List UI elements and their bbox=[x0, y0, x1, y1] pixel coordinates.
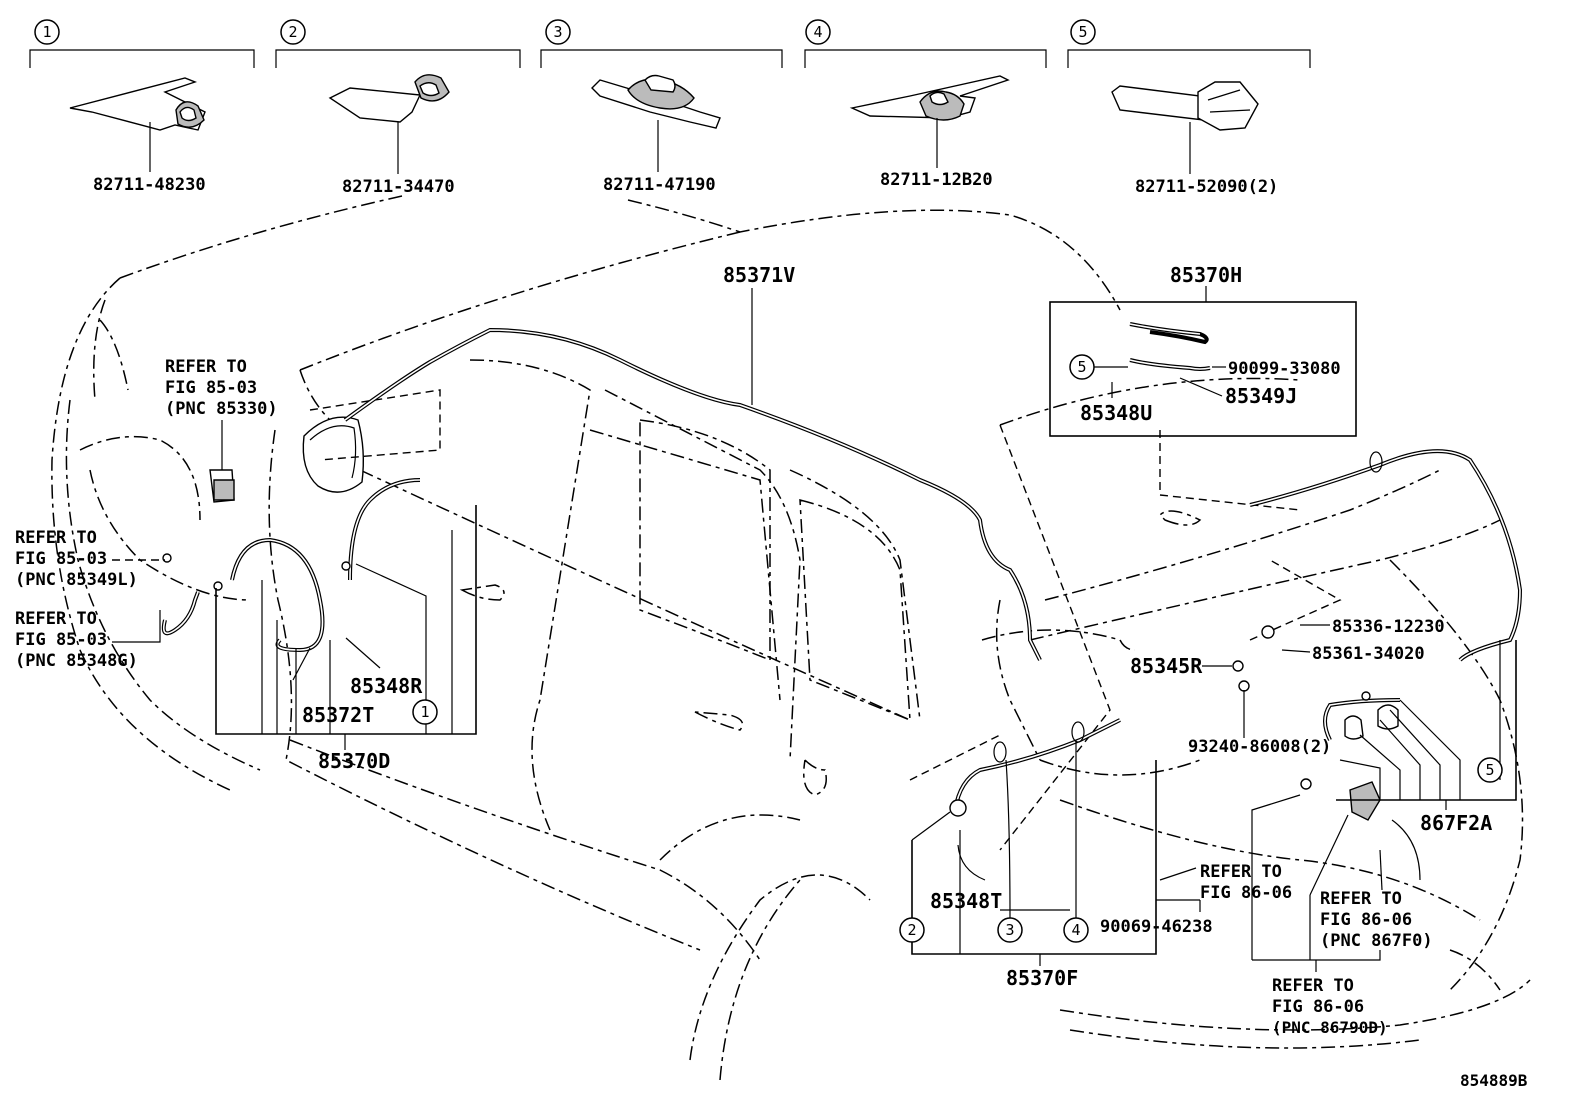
svg-text:FIG 85-03: FIG 85-03 bbox=[15, 630, 107, 650]
nozzle-part-1-drawing bbox=[69, 77, 206, 131]
refer-note-pnc-85349l: REFER TO FIG 85-03 (PNC 85349L) bbox=[15, 528, 138, 590]
callout-circle-2 bbox=[280, 19, 306, 45]
label-85370h: 85370H bbox=[1170, 263, 1242, 287]
svg-text:FIG 85-03: FIG 85-03 bbox=[15, 549, 107, 569]
label-90069-46238: 90069-46238 bbox=[1100, 917, 1213, 937]
refer-note-pnc-867f0: REFER TO FIG 86-06 (PNC 867F0) bbox=[1320, 889, 1433, 951]
figure-code: 854889B bbox=[1460, 1071, 1528, 1090]
callout-number-1: 1 bbox=[42, 23, 51, 41]
refer-note-pnc-86790d: REFER TO FIG 86-06 (PNC 86790D) bbox=[1272, 976, 1388, 1037]
bracket-4 bbox=[804, 49, 1047, 68]
svg-text:(PNC 85349L): (PNC 85349L) bbox=[15, 570, 138, 590]
label-85372t: 85372T bbox=[302, 703, 374, 727]
label-85348u: 85348U bbox=[1080, 401, 1152, 425]
svg-text:REFER TO: REFER TO bbox=[1320, 889, 1402, 909]
nozzle-part-4-drawing bbox=[849, 75, 1010, 121]
svg-text:3: 3 bbox=[1005, 921, 1014, 939]
svg-text:REFER TO: REFER TO bbox=[1272, 976, 1354, 996]
rear-washer-motor-icon bbox=[1344, 715, 1364, 740]
refer-note-pnc-85348g: REFER TO FIG 85-03 (PNC 85348G) bbox=[15, 609, 138, 671]
callout-number-2: 2 bbox=[288, 23, 297, 41]
label-85370f: 85370F bbox=[1006, 966, 1078, 990]
svg-text:REFER TO: REFER TO bbox=[1200, 862, 1282, 882]
bracket-1 bbox=[29, 49, 255, 68]
svg-text:2: 2 bbox=[907, 921, 916, 939]
part-no-82711-48230: 82711-48230 bbox=[93, 175, 206, 195]
85370h-parts-box: 85370H 5 90099-33080 85348U 85349J bbox=[1049, 263, 1357, 437]
label-85348t: 85348T bbox=[930, 889, 1002, 913]
part-no-82711-47190: 82711-47190 bbox=[603, 175, 716, 195]
label-85370d: 85370D bbox=[318, 749, 390, 773]
hose-85371v bbox=[343, 327, 1042, 661]
nozzle-part-2-drawing bbox=[328, 74, 450, 123]
label-85349j: 85349J bbox=[1225, 384, 1297, 408]
label-85348r: 85348R bbox=[350, 674, 423, 698]
washer-hoses bbox=[161, 322, 1523, 821]
vehicle-outline bbox=[51, 195, 1531, 1081]
callout-number-3: 3 bbox=[553, 23, 562, 41]
nozzle-parts-row: 1 82711-48230 2 82711-34470 3 82711 bbox=[29, 19, 1311, 197]
867f2a-bracket: 5 867F2A bbox=[1336, 640, 1517, 835]
svg-text:4: 4 bbox=[1071, 921, 1080, 939]
callout-5-in-box-number: 5 bbox=[1077, 358, 1086, 376]
label-85361-34020: 85361-34020 bbox=[1312, 644, 1425, 664]
label-85336-12230: 85336-12230 bbox=[1332, 617, 1445, 637]
svg-text:(PNC 85348G): (PNC 85348G) bbox=[15, 651, 138, 671]
refer-note-pnc-85330: REFER TO FIG 85-03 (PNC 85330) bbox=[165, 357, 278, 419]
svg-text:(PNC 85330): (PNC 85330) bbox=[165, 399, 278, 419]
callout-1-in-85370d bbox=[412, 699, 438, 725]
label-85371v: 85371V bbox=[723, 263, 795, 287]
svg-text:FIG 86-06: FIG 86-06 bbox=[1272, 997, 1364, 1017]
bracket-2 bbox=[275, 49, 521, 68]
label-93240-86008: 93240-86008(2) bbox=[1188, 737, 1331, 757]
svg-text:1: 1 bbox=[420, 703, 429, 721]
callout-number-5: 5 bbox=[1078, 23, 1087, 41]
callout-circle-5 bbox=[1070, 19, 1096, 45]
part-no-82711-52090: 82711-52090(2) bbox=[1135, 177, 1278, 197]
label-85345r: 85345R bbox=[1130, 654, 1203, 678]
callout-4-in-85370f bbox=[1063, 917, 1089, 943]
svg-text:(PNC 86790D): (PNC 86790D) bbox=[1272, 1018, 1388, 1037]
svg-text:REFER TO: REFER TO bbox=[15, 609, 97, 629]
85370d-bracket: 85348R 85372T 1 85370D bbox=[215, 505, 477, 773]
bracket-3 bbox=[540, 49, 783, 68]
part-no-82711-34470: 82711-34470 bbox=[342, 177, 455, 197]
svg-text:REFER TO: REFER TO bbox=[15, 528, 97, 548]
svg-text:5: 5 bbox=[1485, 761, 1494, 779]
callout-circle-1 bbox=[34, 19, 60, 45]
label-867f2a: 867F2A bbox=[1420, 811, 1492, 835]
svg-text:FIG 86-06: FIG 86-06 bbox=[1320, 910, 1412, 930]
refer-note-fig-86-06: REFER TO FIG 86-06 bbox=[1200, 862, 1292, 903]
callout-3-in-85370f bbox=[997, 917, 1023, 943]
svg-text:FIG 86-06: FIG 86-06 bbox=[1200, 883, 1292, 903]
callout-number-4: 4 bbox=[813, 23, 822, 41]
callout-circle-3 bbox=[545, 19, 571, 45]
callout-2-in-85370f bbox=[899, 917, 925, 943]
bracket-5 bbox=[1067, 49, 1311, 68]
85370f-bracket: 85348T 2 3 4 85370F 90069-46238 bbox=[899, 740, 1213, 990]
nozzle-part-3-drawing bbox=[591, 74, 721, 129]
callout-5-in-867f2a bbox=[1477, 757, 1503, 783]
svg-text:(PNC 867F0): (PNC 867F0) bbox=[1320, 931, 1433, 951]
label-90099-33080: 90099-33080 bbox=[1228, 359, 1341, 379]
svg-text:REFER TO: REFER TO bbox=[165, 357, 247, 377]
callout-circle-4 bbox=[805, 19, 831, 45]
part-no-82711-12B20: 82711-12B20 bbox=[880, 170, 993, 190]
svg-text:FIG 85-03: FIG 85-03 bbox=[165, 378, 257, 398]
nozzle-part-5-drawing bbox=[1111, 81, 1259, 131]
